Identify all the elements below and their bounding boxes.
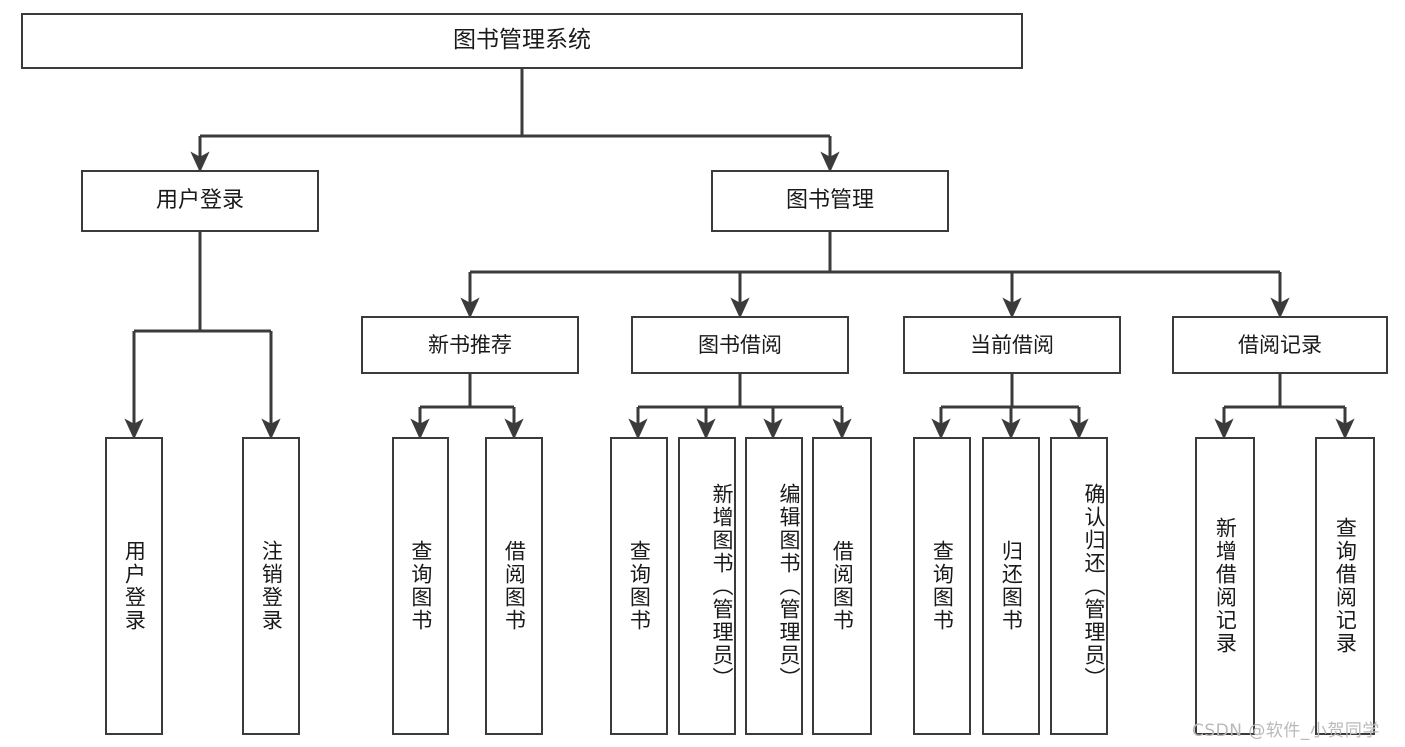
node-new-book-recommend[interactable]: 新书推荐	[361, 316, 579, 374]
node-user-login[interactable]: 用户登录	[81, 170, 319, 232]
node-root[interactable]: 图书管理系统	[21, 13, 1023, 69]
node-new-book-recommend-label: 新书推荐	[428, 332, 512, 357]
node-leaf-query-record[interactable]: 查询借阅记录	[1315, 437, 1375, 735]
csdn-watermark: CSDN @软件_小贺同学	[1192, 721, 1380, 741]
node-leaf-borrow-book-2[interactable]: 借阅图书	[812, 437, 872, 735]
node-current-borrow[interactable]: 当前借阅	[903, 316, 1121, 374]
node-leaf-edit-book[interactable]: 编辑图书（管理员）	[745, 437, 803, 735]
node-leaf-query-book-1[interactable]: 查询图书	[392, 437, 449, 735]
node-borrow-record-label: 借阅记录	[1238, 332, 1322, 357]
node-book-borrow[interactable]: 图书借阅	[631, 316, 849, 374]
node-leaf-user-login[interactable]: 用户登录	[105, 437, 163, 735]
node-leaf-borrow-book-1[interactable]: 借阅图书	[485, 437, 543, 735]
node-leaf-user-logout[interactable]: 注销登录	[242, 437, 300, 735]
node-leaf-confirm-return[interactable]: 确认归还（管理员）	[1050, 437, 1108, 735]
node-leaf-add-book[interactable]: 新增图书（管理员）	[678, 437, 736, 735]
node-root-label: 图书管理系统	[453, 27, 591, 54]
node-user-login-label: 用户登录	[155, 188, 244, 214]
node-current-borrow-label: 当前借阅	[970, 332, 1054, 357]
node-leaf-return-book[interactable]: 归还图书	[982, 437, 1040, 735]
node-leaf-query-book-2[interactable]: 查询图书	[610, 437, 668, 735]
node-leaf-add-record[interactable]: 新增借阅记录	[1195, 437, 1255, 735]
node-leaf-query-book-3[interactable]: 查询图书	[913, 437, 971, 735]
node-book-manage[interactable]: 图书管理	[711, 170, 949, 232]
node-book-borrow-label: 图书借阅	[698, 332, 782, 357]
node-borrow-record[interactable]: 借阅记录	[1172, 316, 1388, 374]
node-book-manage-label: 图书管理	[785, 188, 874, 214]
